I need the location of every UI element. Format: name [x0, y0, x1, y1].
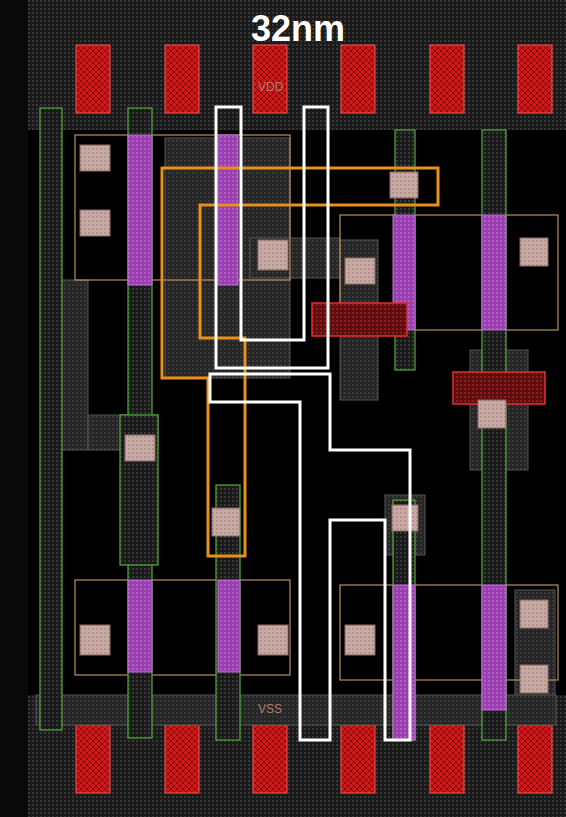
- rail-label: VDD: [258, 80, 283, 94]
- node-label: 32nm: [0, 8, 566, 50]
- rail-label: VSS: [258, 702, 282, 716]
